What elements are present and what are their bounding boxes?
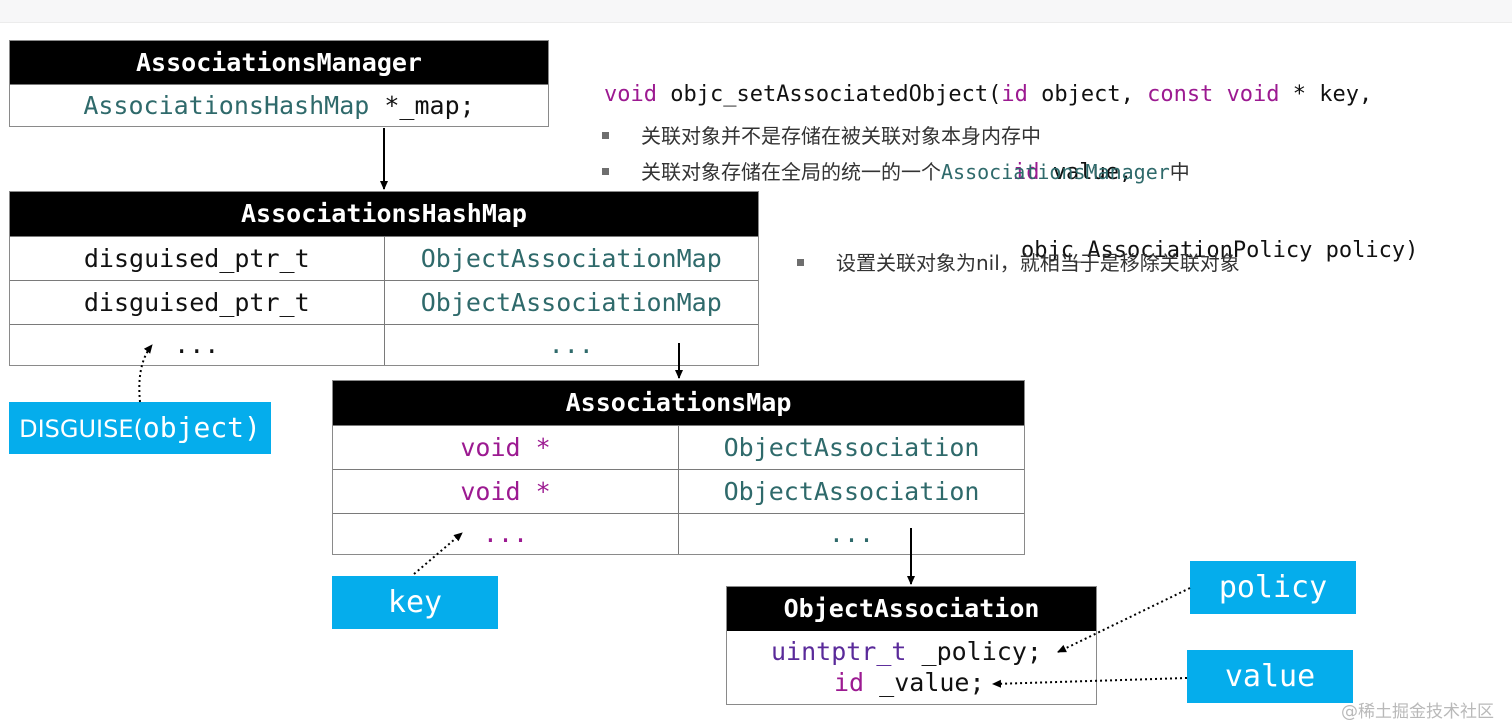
key-dotted-arrow xyxy=(413,532,463,575)
policy-field: uintptr_t _policy; xyxy=(727,636,1096,667)
policy-name: _policy; xyxy=(906,637,1042,666)
map-key-cell: ... xyxy=(482,519,529,548)
hashmap-key-cell: ... xyxy=(174,330,220,359)
keyword-void-2: void xyxy=(1226,82,1280,107)
keyword-void: void xyxy=(604,82,657,107)
disguise-label: DISGUISE(object) xyxy=(9,402,271,454)
note-2: 关联对象存储在全局的统一的一个AssociationsManager中 xyxy=(602,156,1190,185)
table-row: void * ObjectAssociation xyxy=(333,425,1024,469)
key-label: key xyxy=(332,576,498,629)
bullet-square-icon xyxy=(602,132,609,139)
hashmap-value-cell: ObjectAssociationMap xyxy=(383,281,759,324)
object-association-box: ObjectAssociation uintptr_t _policy; id … xyxy=(726,586,1097,705)
value-dotted-arrow xyxy=(992,677,1188,688)
map-key-cell: void * xyxy=(460,477,551,506)
object-association-fields: uintptr_t _policy; id _value; xyxy=(727,631,1096,698)
value-type: id xyxy=(834,668,865,697)
policy-dotted-arrow xyxy=(1057,587,1191,653)
keyword-id-2: id xyxy=(1013,160,1040,185)
associations-map-title: AssociationsMap xyxy=(333,381,1024,425)
disguise-suffix: ) xyxy=(244,411,261,444)
function-signature: void objc_setAssociatedObject(id object,… xyxy=(604,30,1418,290)
param-key: * key, xyxy=(1279,82,1373,107)
disguise-arg: object xyxy=(142,411,245,444)
hashmap-value-cell: ... xyxy=(383,325,759,365)
disguise-prefix: DISGUISE( xyxy=(19,415,143,443)
map-value-cell: ObjectAssociation xyxy=(678,470,1024,513)
signature-line-1: void objc_setAssociatedObject(id object,… xyxy=(604,82,1418,108)
bullet-square-icon xyxy=(797,259,804,266)
disguise-dotted-arrow xyxy=(138,344,153,403)
table-row: ... ... xyxy=(10,324,758,365)
table-row: void * ObjectAssociation xyxy=(333,469,1024,513)
map-key-cell: void * xyxy=(460,433,551,462)
param-value: value, xyxy=(1039,160,1133,185)
signature-line-2: id value, xyxy=(604,160,1418,186)
field-type: AssociationsHashMap xyxy=(83,91,370,120)
keyword-const: const xyxy=(1147,82,1214,107)
note-3: 设置关联对象为nil，就相当于是移除关联对象 xyxy=(797,247,1240,276)
bullet-square-icon xyxy=(602,168,609,175)
table-row: disguised_ptr_t ObjectAssociationMap xyxy=(10,236,758,280)
value-name: _value; xyxy=(864,668,985,697)
param-policy: objc_AssociationPolicy policy) xyxy=(1021,238,1419,263)
associations-manager-box: AssociationsManager AssociationsHashMap … xyxy=(9,40,549,127)
map-value-cell: ObjectAssociation xyxy=(678,426,1024,469)
watermark: @稀土掘金技术社区 xyxy=(1341,702,1494,722)
top-band xyxy=(0,0,1512,23)
signature-line-3: objc_AssociationPolicy policy) xyxy=(604,238,1418,264)
map-value-cell: ... xyxy=(678,514,1024,554)
associations-map-table: AssociationsMap void * ObjectAssociation… xyxy=(332,380,1025,555)
note-2-text-post: 中 xyxy=(1169,160,1190,184)
associations-manager-field: AssociationsHashMap *_map; xyxy=(10,84,548,126)
associations-manager-title: AssociationsManager xyxy=(10,41,548,84)
associations-hashmap-table: AssociationsHashMap disguised_ptr_t Obje… xyxy=(9,191,759,366)
note-2-text-pre: 关联对象存储在全局的统一的一个 xyxy=(641,160,941,184)
hashmap-value-cell: ObjectAssociationMap xyxy=(383,237,759,280)
note-2-code: AssociationsManager xyxy=(941,160,1170,184)
table-row: disguised_ptr_t ObjectAssociationMap xyxy=(10,280,758,324)
policy-type: uintptr_t xyxy=(771,637,907,666)
value-label: value xyxy=(1187,650,1353,703)
param-object: object, xyxy=(1027,82,1148,107)
hashmap-key-cell: disguised_ptr_t xyxy=(83,244,310,273)
object-association-title: ObjectAssociation xyxy=(727,587,1096,631)
note-3-text: 设置关联对象为nil，就相当于是移除关联对象 xyxy=(836,251,1240,275)
field-map: AssociationsHashMap *_map; xyxy=(10,85,548,126)
keyword-id: id xyxy=(1001,82,1028,107)
function-name: objc_setAssociatedObject( xyxy=(656,82,1002,107)
note-1: 关联对象并不是存储在被关联对象本身内存中 xyxy=(602,120,1041,149)
value-field: id _value; xyxy=(727,667,1096,698)
policy-label: policy xyxy=(1190,561,1356,614)
associations-hashmap-title: AssociationsHashMap xyxy=(10,192,758,236)
hashmap-key-cell: disguised_ptr_t xyxy=(83,288,310,317)
field-name: *_map; xyxy=(369,91,475,120)
note-1-text: 关联对象并不是存储在被关联对象本身内存中 xyxy=(641,124,1041,148)
table-row: ... ... xyxy=(333,513,1024,554)
